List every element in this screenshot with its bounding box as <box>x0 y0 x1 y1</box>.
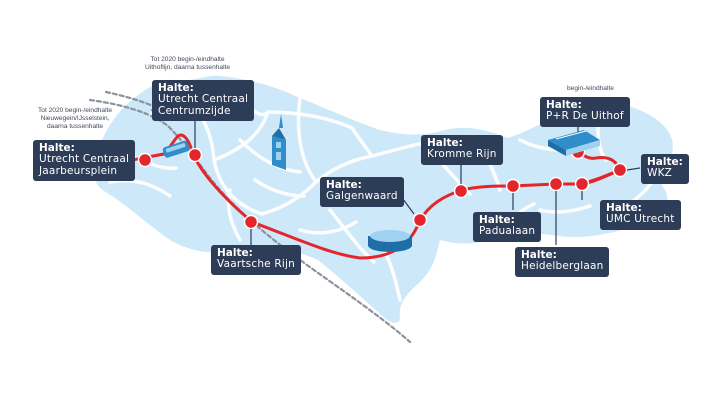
stadium-icon <box>368 230 412 252</box>
stop-label-uithof[interactable]: Halte: P+R De Uithof <box>540 97 630 127</box>
stop-label-vaartsche-rijn[interactable]: Halte: Vaartsche Rijn <box>211 245 301 275</box>
note-uithof: begin-/eindhalte <box>567 85 614 92</box>
stop-marker-jaarbeursplein[interactable] <box>137 152 153 168</box>
university-building-icon <box>548 130 600 156</box>
stop-label-centrumzijde[interactable]: Halte: Utrecht Centraal Centrumzijde <box>152 80 255 121</box>
tram-icon <box>162 140 190 158</box>
tram-stops <box>137 144 628 230</box>
stop-marker-centrumzijde[interactable] <box>187 147 203 163</box>
stop-label-jaarbeursplein[interactable]: Halte: Utrecht Centraal Jaarbeursplein <box>33 140 136 181</box>
stop-label-kromme-rijn[interactable]: Halte: Kromme Rijn <box>421 135 503 165</box>
stop-marker-umc-utrecht[interactable] <box>574 176 590 192</box>
stop-label-heidelberglaan[interactable]: Halte: Heidelberglaan <box>515 247 610 277</box>
stop-marker-wkz[interactable] <box>612 162 628 178</box>
stop-marker-padualaan[interactable] <box>505 178 521 194</box>
stop-label-umc-utrecht[interactable]: Halte: UMC Utrecht <box>600 200 681 230</box>
stop-marker-vaartsche-rijn[interactable] <box>243 214 259 230</box>
stop-label-galgenwaard[interactable]: Halte: Galgenwaard <box>320 177 404 207</box>
stop-label-padualaan[interactable]: Halte: Padualaan <box>473 212 542 242</box>
stop-marker-galgenwaard[interactable] <box>412 212 428 228</box>
stop-label-wkz[interactable]: Halte: WKZ <box>641 154 689 184</box>
stop-marker-heidelberglaan[interactable] <box>548 176 564 192</box>
stop-marker-kromme-rijn[interactable] <box>453 183 469 199</box>
dom-tower-icon <box>272 114 286 170</box>
